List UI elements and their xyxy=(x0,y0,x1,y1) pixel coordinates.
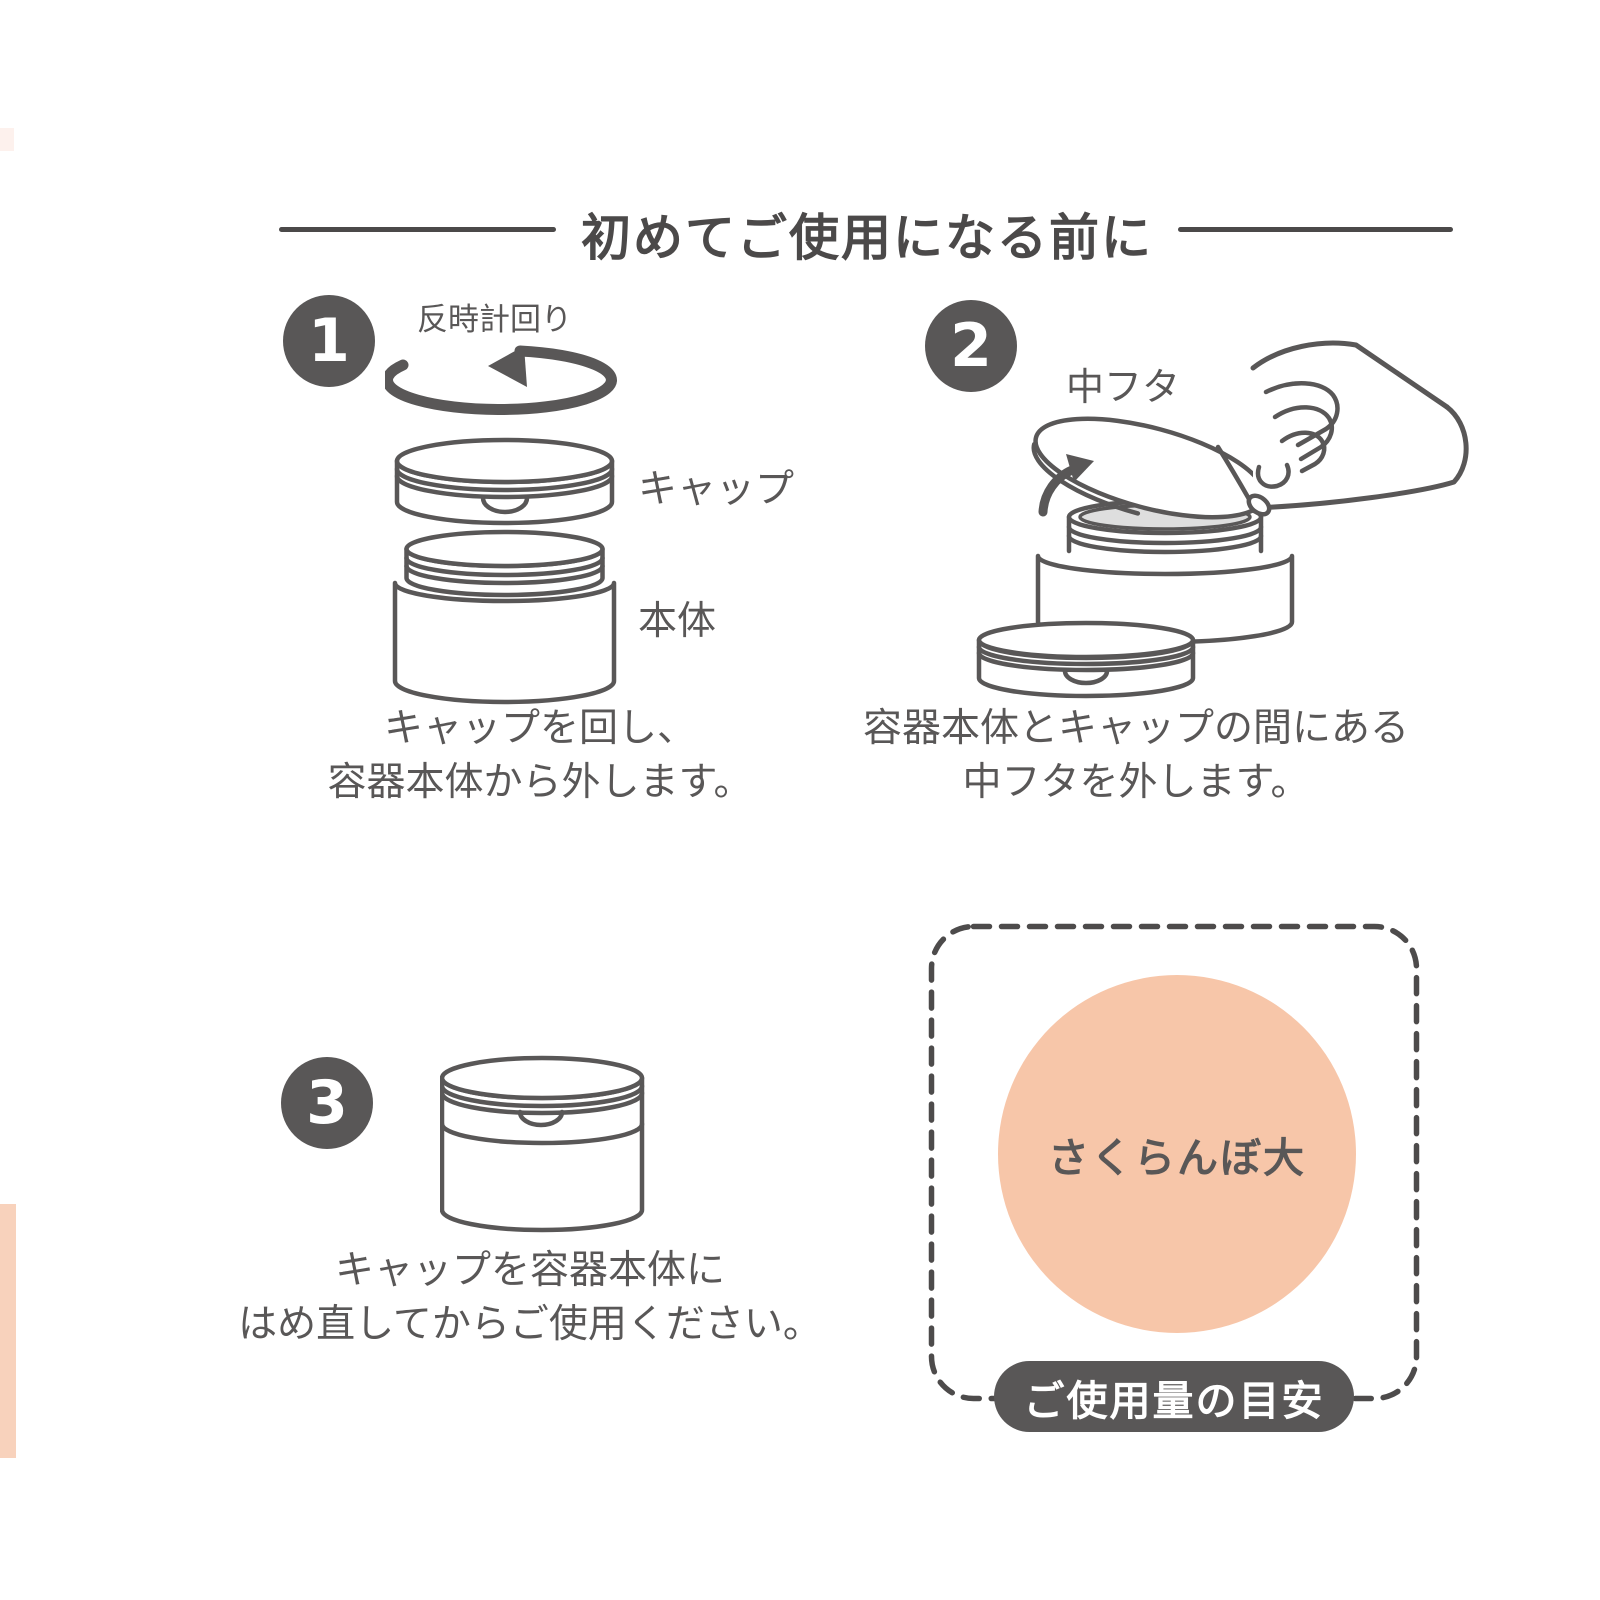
rotation-direction-label: 反時計回り xyxy=(417,302,572,338)
cap-illustration xyxy=(394,437,615,526)
lift-arrow-icon xyxy=(1038,454,1094,517)
step2-remove-inner-lid-illustration xyxy=(976,340,1469,699)
step3-number: 3 xyxy=(306,1068,348,1138)
step1-number: 1 xyxy=(308,306,350,376)
jar-body-illustration xyxy=(392,529,617,705)
step1-exploded-jar-illustration xyxy=(385,345,617,705)
left-accent-strip xyxy=(0,1204,16,1458)
step2-caption: 容器本体とキャップの間にある 中フタを外します。 xyxy=(856,702,1416,810)
usage-guide-badge: ご使用量の目安 xyxy=(994,1361,1354,1432)
body-part-label: 本体 xyxy=(638,599,717,644)
step1-caption-line2: 容器本体から外します。 xyxy=(327,760,753,805)
step2-caption-line1: 容器本体とキャップの間にある xyxy=(862,706,1409,751)
usage-guide-badge-text: ご使用量の目安 xyxy=(1023,1376,1325,1425)
step3-caption-line1: キャップを容器本体に xyxy=(334,1248,725,1293)
inner-lid-label: 中フタ xyxy=(1066,365,1181,409)
cap-part-label: キャップ xyxy=(638,467,795,512)
step2-number-badge: 2 xyxy=(925,300,1017,392)
step3-caption-line2: はめ直してからご使用ください。 xyxy=(238,1302,822,1347)
step1-caption-line1: キャップを回し、 xyxy=(383,706,696,751)
step3-caption: キャップを容器本体に はめ直してからご使用ください。 xyxy=(230,1244,830,1352)
step1-caption: キャップを回し、 容器本体から外します。 xyxy=(240,702,840,810)
usage-amount-circle: さくらんぼ大 xyxy=(998,975,1356,1333)
step2-number: 2 xyxy=(950,311,992,381)
hand-illustration xyxy=(1215,340,1469,517)
title-rule-left xyxy=(279,227,556,232)
step1-number-badge: 1 xyxy=(283,295,375,387)
cap-foreground-illustration xyxy=(976,620,1196,699)
step3-number-badge: 3 xyxy=(281,1057,373,1149)
thumbnail xyxy=(1246,493,1272,517)
corner-accent-square xyxy=(0,128,14,151)
title-rule-right xyxy=(1178,227,1453,232)
page-title: 初めてご使用になる前に xyxy=(581,209,1153,267)
step2-caption-line2: 中フタを外します。 xyxy=(962,760,1310,805)
step3-closed-jar-illustration xyxy=(440,1055,645,1233)
usage-amount-text: さくらんぼ大 xyxy=(1048,1134,1306,1182)
rotation-arrow-icon xyxy=(385,345,617,415)
